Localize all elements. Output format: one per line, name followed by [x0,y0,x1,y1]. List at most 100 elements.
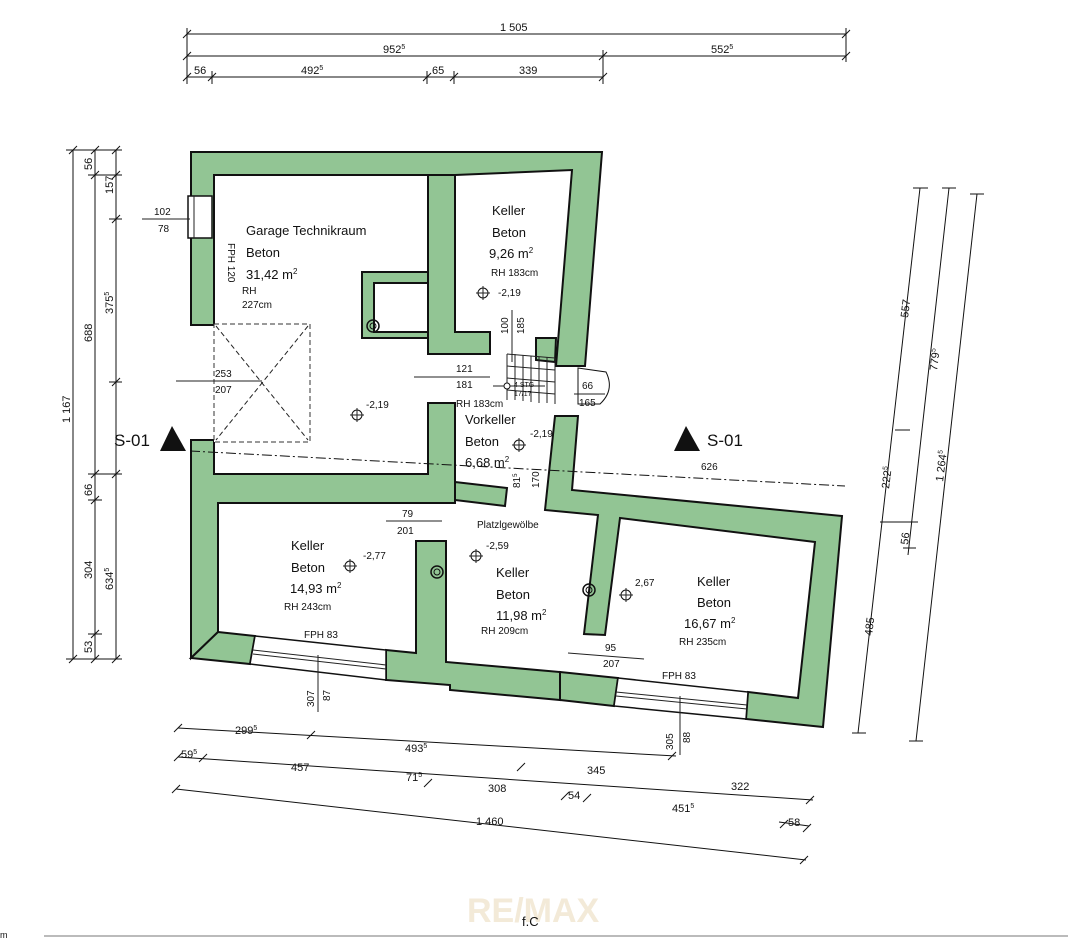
dim-bottom-f: 457 [291,762,309,774]
label-fph83-right: FPH 83 [662,671,696,682]
footer-edge-text: m [0,930,8,939]
label-w-78: 78 [158,224,170,235]
dim-left-f: 66 [83,484,95,496]
bottom-dimensions: 2995 4935 345 322 595 457 715 308 54 451… [171,723,815,865]
level-vorkeller: -2,19 [530,429,553,440]
label-op-95: 95 [605,643,617,654]
label-op-201: 201 [397,526,414,537]
dim-left-c: 56 [83,158,95,170]
label-fph83-left: FPH 83 [304,630,338,641]
room-name: Keller [496,565,530,580]
dim-right-d: 56 [899,532,912,546]
dim-bottom-d: 322 [731,781,749,793]
room-rh: RH 183cm [491,268,538,279]
dim-left-overall: 1 167 [61,395,73,423]
room-area: 6,68 m2 [465,455,510,470]
room-rh: RH 243cm [284,602,331,613]
label-op-185: 185 [516,317,527,334]
room-name: Garage Technikraum [246,223,366,238]
level-marker-icon [512,438,526,452]
label-op-170: 170 [531,471,542,488]
room-keller-left: Keller Beton 14,93 m2 RH 243cm [284,538,342,613]
room-name: Keller [492,203,526,218]
section-line: S-01 S-01 [114,426,846,487]
label-op-79: 79 [402,509,414,520]
label-fph120: FPH 120 [225,243,236,283]
dim-left-g: 304 [83,561,95,579]
dim-top-c: 56 [194,65,206,77]
dim-bottom-overall: 1 460 [476,816,504,828]
dim-bottom-b: 4935 [405,743,427,755]
room-rh: RH 183cm [456,399,503,410]
dim-bottom-a: 2995 [235,725,257,737]
level-marker-icon [350,408,364,422]
room-floor: Beton [496,587,530,602]
room-keller-mid: Keller Beton 11,98 m2 RH 209cm [481,565,547,637]
room-area: 9,26 m2 [489,246,534,261]
room-garage: Garage Technikraum Beton 31,42 m2 RH 227… [242,223,366,311]
room-name: Keller [697,574,731,589]
dim-left-e: 3755 [104,292,116,314]
label-door-253: 253 [215,369,232,380]
room-vorkeller: Vorkeller Beton 6,68 m2 RH 183cm [456,399,516,470]
dim-bottom-h: 308 [488,783,506,795]
room-name: Keller [291,538,325,553]
dim-right-a: 557 [899,299,913,319]
label-stairs-ratio: 17/17 [514,391,532,398]
room-keller-top: Keller Beton 9,26 m2 RH 183cm [489,203,538,279]
label-op-207b: 207 [603,659,620,670]
dim-left-d: 157 [104,176,116,194]
level-markers: -2,19 -2,19 -2,19 -2,77 -2,59 2,67 [343,286,655,602]
dim-top-b: 5525 [711,44,733,56]
dim-bottom-i: 54 [568,790,580,802]
top-dimensions: 1 505 9525 5525 56 4925 65 339 [182,22,851,84]
room-floor: Beton [465,434,499,449]
opening-labels: FPH 120 102 78 253 207 121 181 100 185 4… [142,207,718,755]
dim-bottom-k: 58 [788,817,800,829]
room-area: 31,42 m2 [246,267,298,282]
label-vault: Platzlgewölbe [477,520,539,531]
dim-bottom-c: 345 [587,765,605,777]
room-area: 14,93 m2 [290,581,342,596]
label-w-88: 88 [682,731,693,743]
section-marker-left-icon [160,426,186,451]
vent-icon [366,319,596,597]
level-marker-icon [469,549,483,563]
level-keller-left: -2,77 [363,551,386,562]
room-rh: RH [242,286,256,297]
room-floor: Beton [291,560,325,575]
label-door-207: 207 [215,385,232,396]
footer-label: f.C [522,914,539,929]
room-rh: RH 209cm [481,626,528,637]
label-w-307: 307 [306,690,317,707]
room-floor: Beton [697,595,731,610]
dim-bottom-g: 715 [406,772,422,784]
label-op-121: 121 [456,364,473,375]
level-keller-top: -2,19 [498,288,521,299]
label-door-165: 165 [579,398,596,409]
dim-top-e: 65 [432,65,444,77]
room-area: 11,98 m2 [496,608,547,623]
level-garage: -2,19 [366,400,389,411]
label-op-626: 626 [701,462,718,473]
level-marker-icon [343,559,357,573]
section-label-right: S-01 [707,431,743,450]
dim-bottom-e: 595 [181,749,197,761]
left-dimensions: 1 167 688 6345 56 157 3755 66 304 53 [61,145,122,664]
label-door-66: 66 [582,381,594,392]
label-w-102: 102 [154,207,171,218]
room-keller-right: Keller Beton 16,67 m2 RH 235cm [679,574,736,648]
room-area: 16,67 m2 [684,616,736,631]
room-rh-value: 227cm [242,300,272,311]
dim-top-overall: 1 505 [500,22,528,34]
level-marker-icon [619,588,633,602]
level-keller-right: 2,67 [635,578,655,589]
dim-top-a: 9525 [383,44,405,56]
dim-right-c: 2225 [880,466,895,490]
dim-top-d: 4925 [301,65,323,77]
dim-top-f: 339 [519,65,537,77]
room-rh: RH 235cm [679,637,726,648]
dim-bottom-j: 4515 [672,803,694,815]
label-stairs: 4 STG [514,382,534,389]
